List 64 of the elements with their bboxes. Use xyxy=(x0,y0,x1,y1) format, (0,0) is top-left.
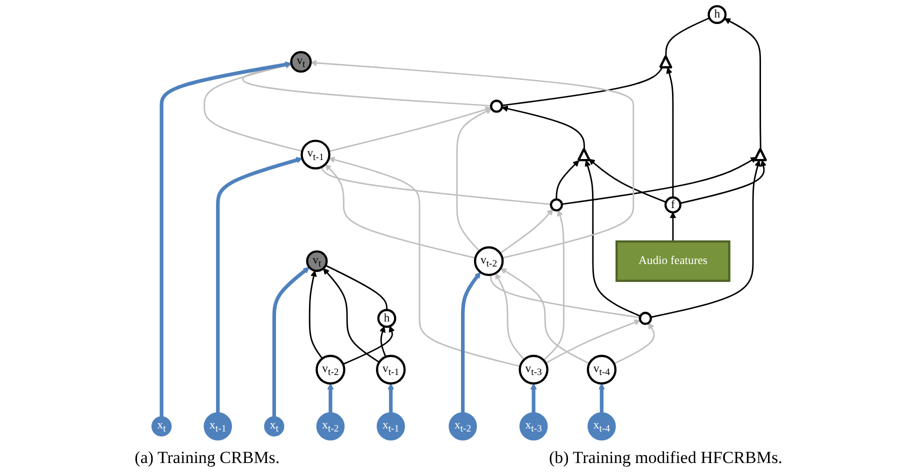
connector xyxy=(664,17,710,57)
node-circle: v$_{t-3}$ xyxy=(518,354,548,385)
node-circle: x$_{t-2}$ xyxy=(448,412,477,441)
node-circle: h xyxy=(377,308,396,328)
arrow xyxy=(387,383,394,413)
arrow xyxy=(650,160,760,318)
arrow xyxy=(494,272,525,360)
node-box: Audio features xyxy=(615,240,730,282)
node-circle xyxy=(638,312,652,325)
arrow xyxy=(322,268,380,363)
node-circle: h xyxy=(707,5,726,24)
arrow xyxy=(530,383,536,413)
arrow xyxy=(216,156,302,413)
arrow xyxy=(456,108,492,252)
arrow xyxy=(613,322,654,364)
arrow xyxy=(669,212,676,242)
arrow xyxy=(203,62,302,152)
arrow xyxy=(460,272,480,413)
node-circle: v$_{t-2}$ xyxy=(315,354,346,385)
arrow xyxy=(342,326,395,365)
arrow xyxy=(324,164,476,259)
connector xyxy=(325,264,388,310)
caption: (a) Training CRBMs. xyxy=(134,448,280,468)
arrow xyxy=(500,268,590,364)
caption: (b) Training modified HFCRBMs. xyxy=(549,448,782,468)
arrow xyxy=(501,106,585,150)
node-circle xyxy=(550,198,563,212)
node-circle: v$_{t-1}$ xyxy=(300,140,330,170)
node-circle: x$_{t-4}$ xyxy=(587,412,616,441)
node-circle: x$_{t-3}$ xyxy=(519,412,548,441)
arrow xyxy=(588,158,666,203)
node-circle: v$_{t}$ xyxy=(290,51,312,73)
arrow xyxy=(272,266,310,417)
arrow xyxy=(326,383,334,413)
node-circle: x$_{t-2}$ xyxy=(316,412,344,441)
node-circle: v$_{t-2}$ xyxy=(474,246,504,276)
node-circle xyxy=(490,100,503,113)
arrow xyxy=(328,106,492,152)
connector xyxy=(502,67,663,106)
node-circle: x$_{t}$ xyxy=(151,416,172,436)
arrow xyxy=(598,383,605,413)
arrow xyxy=(310,60,634,259)
arrow xyxy=(542,210,564,361)
node-circle: v$_{t-1}$ xyxy=(376,354,406,385)
node-circle: f xyxy=(664,196,682,214)
arrow xyxy=(159,61,292,417)
node-circle: x$_{t-1}$ xyxy=(376,412,405,441)
arrow xyxy=(666,67,674,198)
arrow xyxy=(499,208,553,254)
node-circle: x$_{t-1}$ xyxy=(203,412,232,441)
arrow xyxy=(724,18,762,150)
node-circle: x$_{t}$ xyxy=(264,416,284,436)
connector xyxy=(320,166,551,206)
arrow xyxy=(545,319,640,364)
arrow xyxy=(555,160,580,200)
arrow xyxy=(562,157,757,205)
arrow xyxy=(584,160,640,317)
arrow xyxy=(379,326,386,358)
arrow xyxy=(328,156,520,368)
arrow xyxy=(680,160,766,204)
node-circle: v$_{t-4}$ xyxy=(586,354,616,385)
node-circle: v$_{t}$ xyxy=(306,250,328,272)
arrow xyxy=(308,270,323,360)
connector xyxy=(489,274,640,318)
